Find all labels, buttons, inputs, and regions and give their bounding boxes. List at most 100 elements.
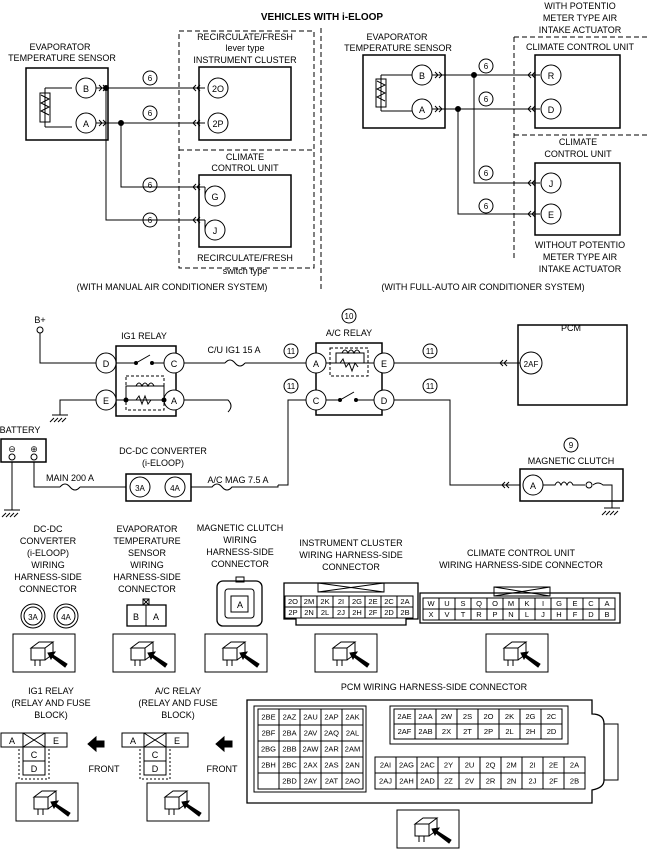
left-sensor-connector-icon bbox=[98, 84, 107, 127]
cluster-pin-label: 2G bbox=[352, 597, 362, 606]
ccu-pin-label: E bbox=[572, 599, 577, 608]
left-sensor-pin-a-label: A bbox=[83, 119, 89, 129]
svg-text:E: E bbox=[53, 736, 59, 746]
manual-ac-diagram: EVAPORATOR TEMPERATURE SENSOR B A 6 6 6 … bbox=[8, 30, 315, 292]
ccu-pin-label: W bbox=[427, 599, 435, 608]
mag-connector-view: MAGNETIC CLUTCH WIRING HARNESS-SIDE CONN… bbox=[197, 523, 283, 627]
svg-text:A/C RELAY: A/C RELAY bbox=[155, 686, 201, 696]
pcm-right-top-pin-label: 2K bbox=[505, 712, 514, 721]
ac-pin-d-label: D bbox=[381, 396, 388, 406]
svg-text:BLOCK): BLOCK) bbox=[161, 710, 195, 720]
left-ccu-label-2: CONTROL UNIT bbox=[211, 163, 279, 173]
ccu-connector-view: CLIMATE CONTROL UNIT WIRING HARNESS-SIDE… bbox=[419, 548, 621, 624]
ig1-coil-icon bbox=[135, 382, 155, 388]
pcm-left-pin-label: 2AV bbox=[304, 729, 318, 738]
dcdc-title-1: DC-DC CONVERTER bbox=[119, 446, 207, 456]
svg-text:D: D bbox=[152, 764, 159, 774]
ig1-ground-wire bbox=[59, 399, 96, 415]
with-potentio-3: INTAKE ACTUATOR bbox=[539, 25, 622, 35]
left-branch-wires bbox=[105, 88, 205, 221]
pcm-right-bottom-pin-label: 2A bbox=[570, 761, 579, 770]
svg-text:E: E bbox=[174, 736, 180, 746]
pcm-left-pin-label: 2AO bbox=[345, 777, 360, 786]
svg-text:DC-DC: DC-DC bbox=[34, 524, 63, 534]
pcm-right-bottom-pin-label: 2N bbox=[507, 777, 517, 786]
svg-text:A: A bbox=[9, 736, 15, 746]
right-ccu-bottom-box bbox=[534, 162, 621, 236]
ccu-pin-label: O bbox=[492, 599, 498, 608]
wire-number-badge bbox=[422, 343, 438, 359]
wire-number-badge bbox=[283, 378, 299, 394]
pcm-right-bottom-pin-label: 2V bbox=[465, 777, 474, 786]
svg-text:4A: 4A bbox=[61, 613, 71, 622]
ac-coil-dashed bbox=[329, 347, 369, 377]
svg-text:6: 6 bbox=[484, 95, 489, 104]
mag-number-badge bbox=[563, 437, 579, 453]
switch-contact bbox=[134, 361, 138, 365]
svg-text:WIRING: WIRING bbox=[31, 560, 65, 570]
bplus-label: B+ bbox=[34, 315, 45, 325]
right-ccu-pin-r bbox=[540, 64, 562, 86]
thermistor-zigzag bbox=[375, 80, 387, 102]
left-sensor-title-1: EVAPORATOR bbox=[29, 42, 91, 52]
pcm-left-pin-label: 2BF bbox=[262, 729, 276, 738]
battery-terminal bbox=[30, 453, 38, 461]
pcm-right-bottom-pin-label: 2AC bbox=[420, 761, 435, 770]
ac-pin-a-label: A bbox=[313, 359, 319, 369]
ccu-pin-label: M bbox=[508, 599, 514, 608]
ccu-pin-label: F bbox=[573, 610, 578, 619]
pcm-right-bottom-pin-label: 2I bbox=[529, 761, 535, 770]
ccu-pin-label: R bbox=[476, 610, 482, 619]
plug-icon bbox=[502, 641, 541, 668]
wire-number-11: 11 bbox=[426, 347, 435, 356]
recirc-switch-2: switch type bbox=[223, 266, 268, 276]
front-arrow-icon bbox=[87, 735, 105, 753]
ac-switch-icon bbox=[326, 391, 374, 401]
pcm-left-cell bbox=[257, 772, 280, 790]
svg-text:6: 6 bbox=[148, 74, 153, 83]
svg-text:HARNESS-SIDE: HARNESS-SIDE bbox=[206, 547, 274, 557]
pcm-right-bottom-pin-label: 2R bbox=[486, 777, 496, 786]
svg-text:BLOCK): BLOCK) bbox=[34, 710, 68, 720]
svg-text:FRONT: FRONT bbox=[207, 764, 238, 774]
left-wire-labels: 6 6 6 6 bbox=[142, 70, 158, 228]
cluster-pin-label: 2A bbox=[400, 597, 409, 606]
recirc-switch-1: RECIRCULATE/FRESH bbox=[197, 253, 293, 263]
splice-dot bbox=[123, 397, 129, 403]
wire-number-badge bbox=[422, 378, 438, 394]
ac-relay-title: A/C RELAY bbox=[326, 328, 372, 338]
pcm-right-bottom-pin-label: 2U bbox=[465, 761, 475, 770]
ccu-pin-label: I bbox=[542, 599, 544, 608]
cluster-pin-label: 2I bbox=[338, 597, 344, 606]
pcm-right-top-pin-label: 2C bbox=[547, 712, 557, 721]
right-unit-connector-icon bbox=[527, 71, 536, 218]
pcm-right-bottom-pin-label: 2Z bbox=[444, 777, 453, 786]
ig1-a-wire bbox=[184, 399, 232, 413]
pcm-right-top-pin-label: 2AF bbox=[398, 727, 412, 736]
left-sensor-box bbox=[25, 67, 109, 141]
pcm-right-top-pin-label: 2L bbox=[505, 727, 513, 736]
switch-contact bbox=[338, 398, 342, 402]
ig1-resistor-icon bbox=[135, 394, 152, 406]
ccu-cell bbox=[598, 608, 616, 621]
cluster-pin-2p bbox=[207, 112, 229, 134]
svg-text:C: C bbox=[152, 750, 159, 760]
ccu-pin-label: N bbox=[508, 610, 513, 619]
ig1-coil-dashed bbox=[125, 375, 165, 411]
ac-d-wire bbox=[394, 399, 520, 486]
mag-pin-a-label: A bbox=[530, 481, 536, 491]
clutch-contact bbox=[585, 481, 593, 489]
ac-relay-number: 10 bbox=[345, 312, 354, 321]
ccu-pin-label: D bbox=[588, 610, 594, 619]
mag-fuse-label: A/C MAG 7.5 A bbox=[207, 475, 268, 485]
right-dashed-enclosure bbox=[513, 36, 649, 260]
pcm-left-pin-label: 2AU bbox=[303, 713, 318, 722]
ccu-pin-label: K bbox=[524, 599, 529, 608]
mag-clutch-title: MAGNETIC CLUTCH bbox=[528, 456, 615, 466]
ground-icon bbox=[601, 507, 620, 516]
ig1-pin-c-label: C bbox=[171, 359, 178, 369]
thermistor-leads bbox=[381, 74, 412, 112]
pcm-left-cell bbox=[341, 772, 364, 790]
ccu-pin-label: S bbox=[460, 599, 465, 608]
